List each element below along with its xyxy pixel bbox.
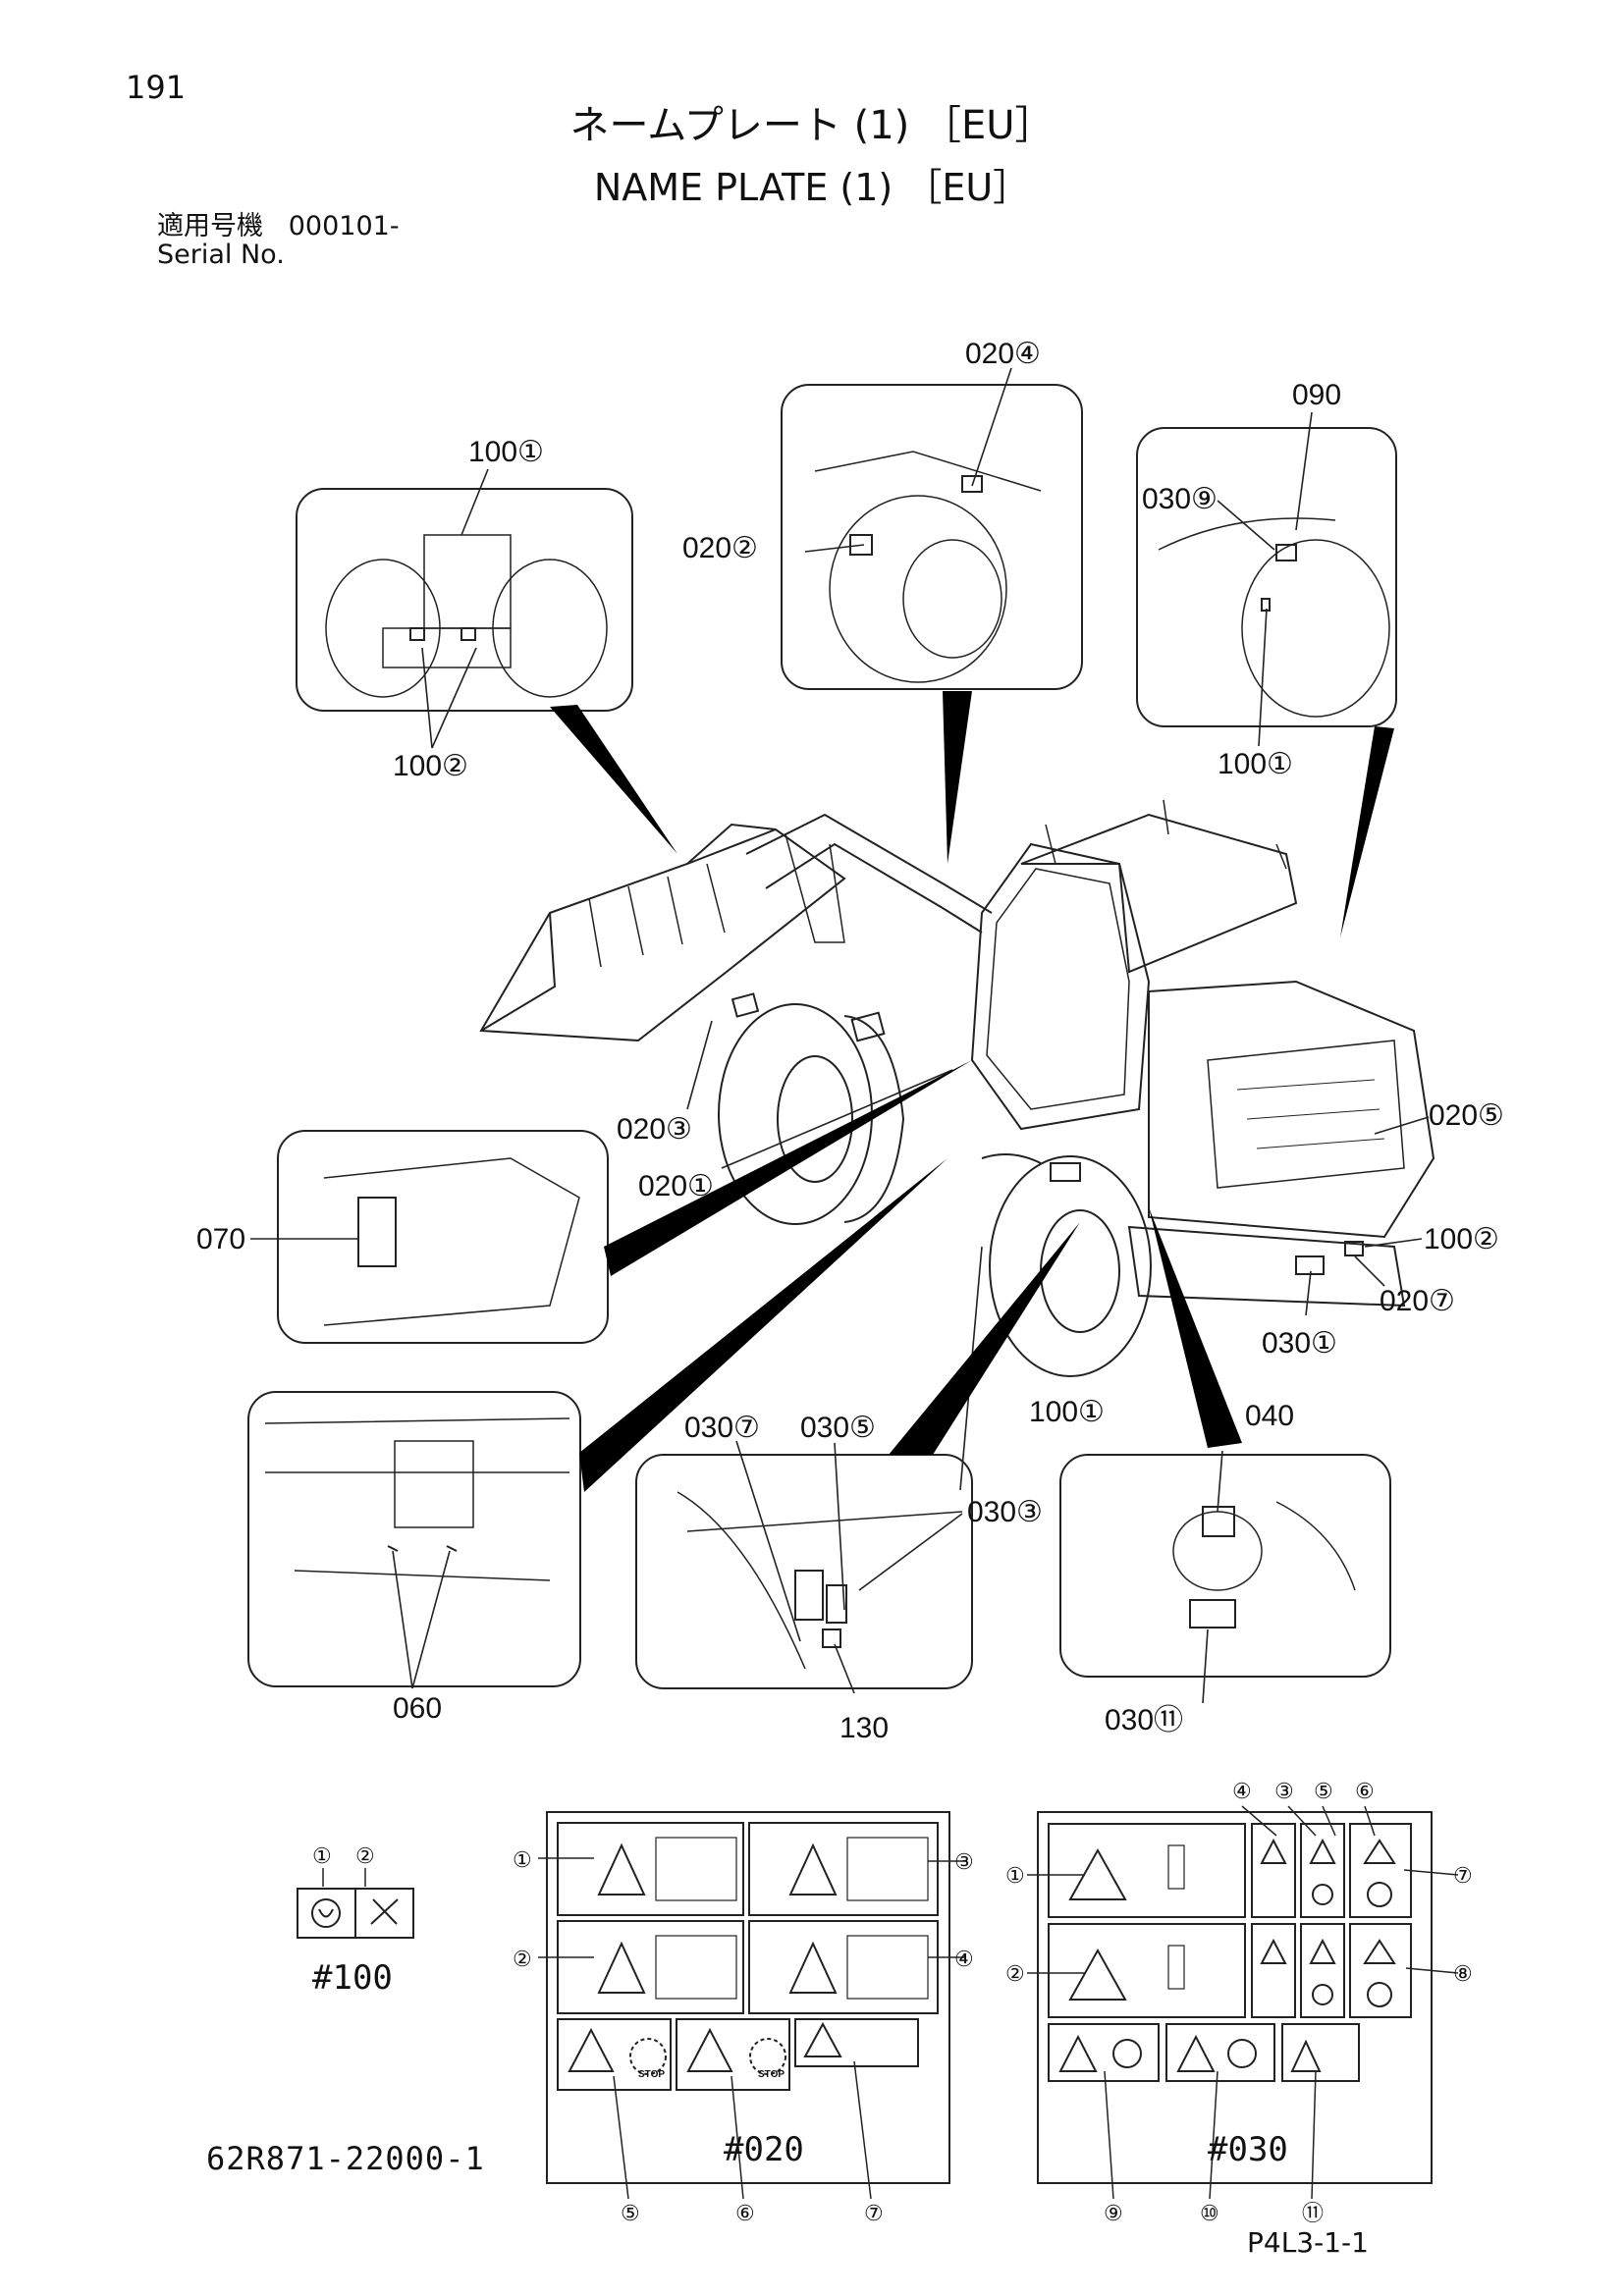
set100-marker-1: ① <box>312 1843 332 1868</box>
callout-020-3: 020③ <box>617 1113 692 1146</box>
callout-020-5: 020⑤ <box>1429 1099 1504 1132</box>
set030-marker-4: ④ <box>1232 1779 1252 1803</box>
callout-030-7: 030⑦ <box>684 1412 760 1444</box>
set030-marker-11: ⑪ <box>1302 2201 1324 2225</box>
set020-marker-4: ④ <box>954 1947 974 1971</box>
set020-marker-5: ⑤ <box>621 2201 640 2225</box>
set030-marker-2: ② <box>1005 1961 1025 1986</box>
page-number: 191 <box>126 69 187 106</box>
callout-040: 040 <box>1245 1400 1294 1432</box>
callout-labels: 100① 100② 020④ 020② 090 030⑨ 100① 020③ 0… <box>196 338 1504 2225</box>
callout-100-2-left: 100② <box>393 750 468 782</box>
set020-stop-label-5: STOP <box>638 2069 665 2080</box>
inset-radiator <box>635 1454 973 1689</box>
callout-100-2-right: 100② <box>1424 1223 1499 1255</box>
inset-seat <box>277 1130 609 1344</box>
callout-100-1-right: 100① <box>1218 748 1293 780</box>
callout-100-1-top: 100① <box>468 436 544 468</box>
callout-020-4: 020④ <box>965 338 1041 370</box>
serial-label-jp: 適用号機 <box>157 211 263 241</box>
serial-line-jp: 適用号機 000101- <box>157 204 400 242</box>
set020-stop-label-6: STOP <box>758 2069 785 2080</box>
set030-marker-3: ③ <box>1274 1779 1294 1803</box>
drawing-code: 62R871-22000-1 <box>206 2140 485 2177</box>
set020-label: #020 <box>724 2130 804 2169</box>
set030-marker-9: ⑨ <box>1104 2201 1123 2225</box>
set020-marker-6: ⑥ <box>735 2201 755 2225</box>
set030-marker-1: ① <box>1005 1863 1025 1888</box>
page-title-en: NAME PLATE (1) ［EU］ <box>593 166 1031 209</box>
serial-value: 000101- <box>288 211 400 241</box>
callout-030-5: 030⑤ <box>800 1412 876 1444</box>
set030-marker-10: ⑩ <box>1200 2201 1219 2225</box>
callout-090: 090 <box>1292 379 1341 411</box>
page-title-jp: ネームプレート (1) ［EU］ <box>569 103 1055 148</box>
page-reference: P4L3-1-1 <box>1247 2226 1369 2259</box>
wheel-loader-illustration <box>479 799 1435 1377</box>
set100-marker-2: ② <box>355 1843 375 1868</box>
callout-130: 130 <box>839 1712 889 1744</box>
callout-070: 070 <box>196 1223 245 1255</box>
callout-030-9: 030⑨ <box>1142 483 1218 515</box>
set020-marker-2: ② <box>513 1947 532 1971</box>
inset-rear-tire <box>1136 427 1397 727</box>
set100-label: #100 <box>312 1958 393 1998</box>
serial-label-en: Serial No. <box>157 240 285 270</box>
set030-label: #030 <box>1208 2130 1288 2169</box>
decal-set-030 <box>1027 1805 1459 2200</box>
leader-lines <box>250 367 1430 1704</box>
inset-front-tire <box>781 384 1083 690</box>
set020-marker-7: ⑦ <box>864 2201 884 2225</box>
callout-060: 060 <box>393 1692 442 1725</box>
callout-030-1: 030① <box>1262 1327 1337 1360</box>
decal-set-100 <box>297 1868 414 1939</box>
set030-marker-6: ⑥ <box>1355 1779 1375 1803</box>
inset-front-view <box>296 488 633 712</box>
callout-020-1: 020① <box>638 1170 714 1202</box>
pointer-wedges <box>550 691 1394 1492</box>
decal-set-020 <box>538 1811 965 2200</box>
callout-030-11: 030⑪ <box>1105 1704 1183 1736</box>
set030-marker-8: ⑧ <box>1453 1961 1473 1986</box>
callout-100-1-bottom: 100① <box>1029 1396 1105 1428</box>
callout-030-3: 030③ <box>967 1496 1043 1528</box>
callout-020-2: 020② <box>682 532 758 564</box>
callout-020-7: 020⑦ <box>1380 1285 1455 1317</box>
set020-marker-1: ① <box>513 1847 532 1872</box>
set030-marker-7: ⑦ <box>1453 1863 1473 1888</box>
inset-filter <box>1059 1454 1391 1678</box>
set020-marker-3: ③ <box>954 1849 974 1874</box>
inset-underside <box>247 1391 581 1687</box>
set030-marker-5: ⑤ <box>1314 1779 1333 1803</box>
